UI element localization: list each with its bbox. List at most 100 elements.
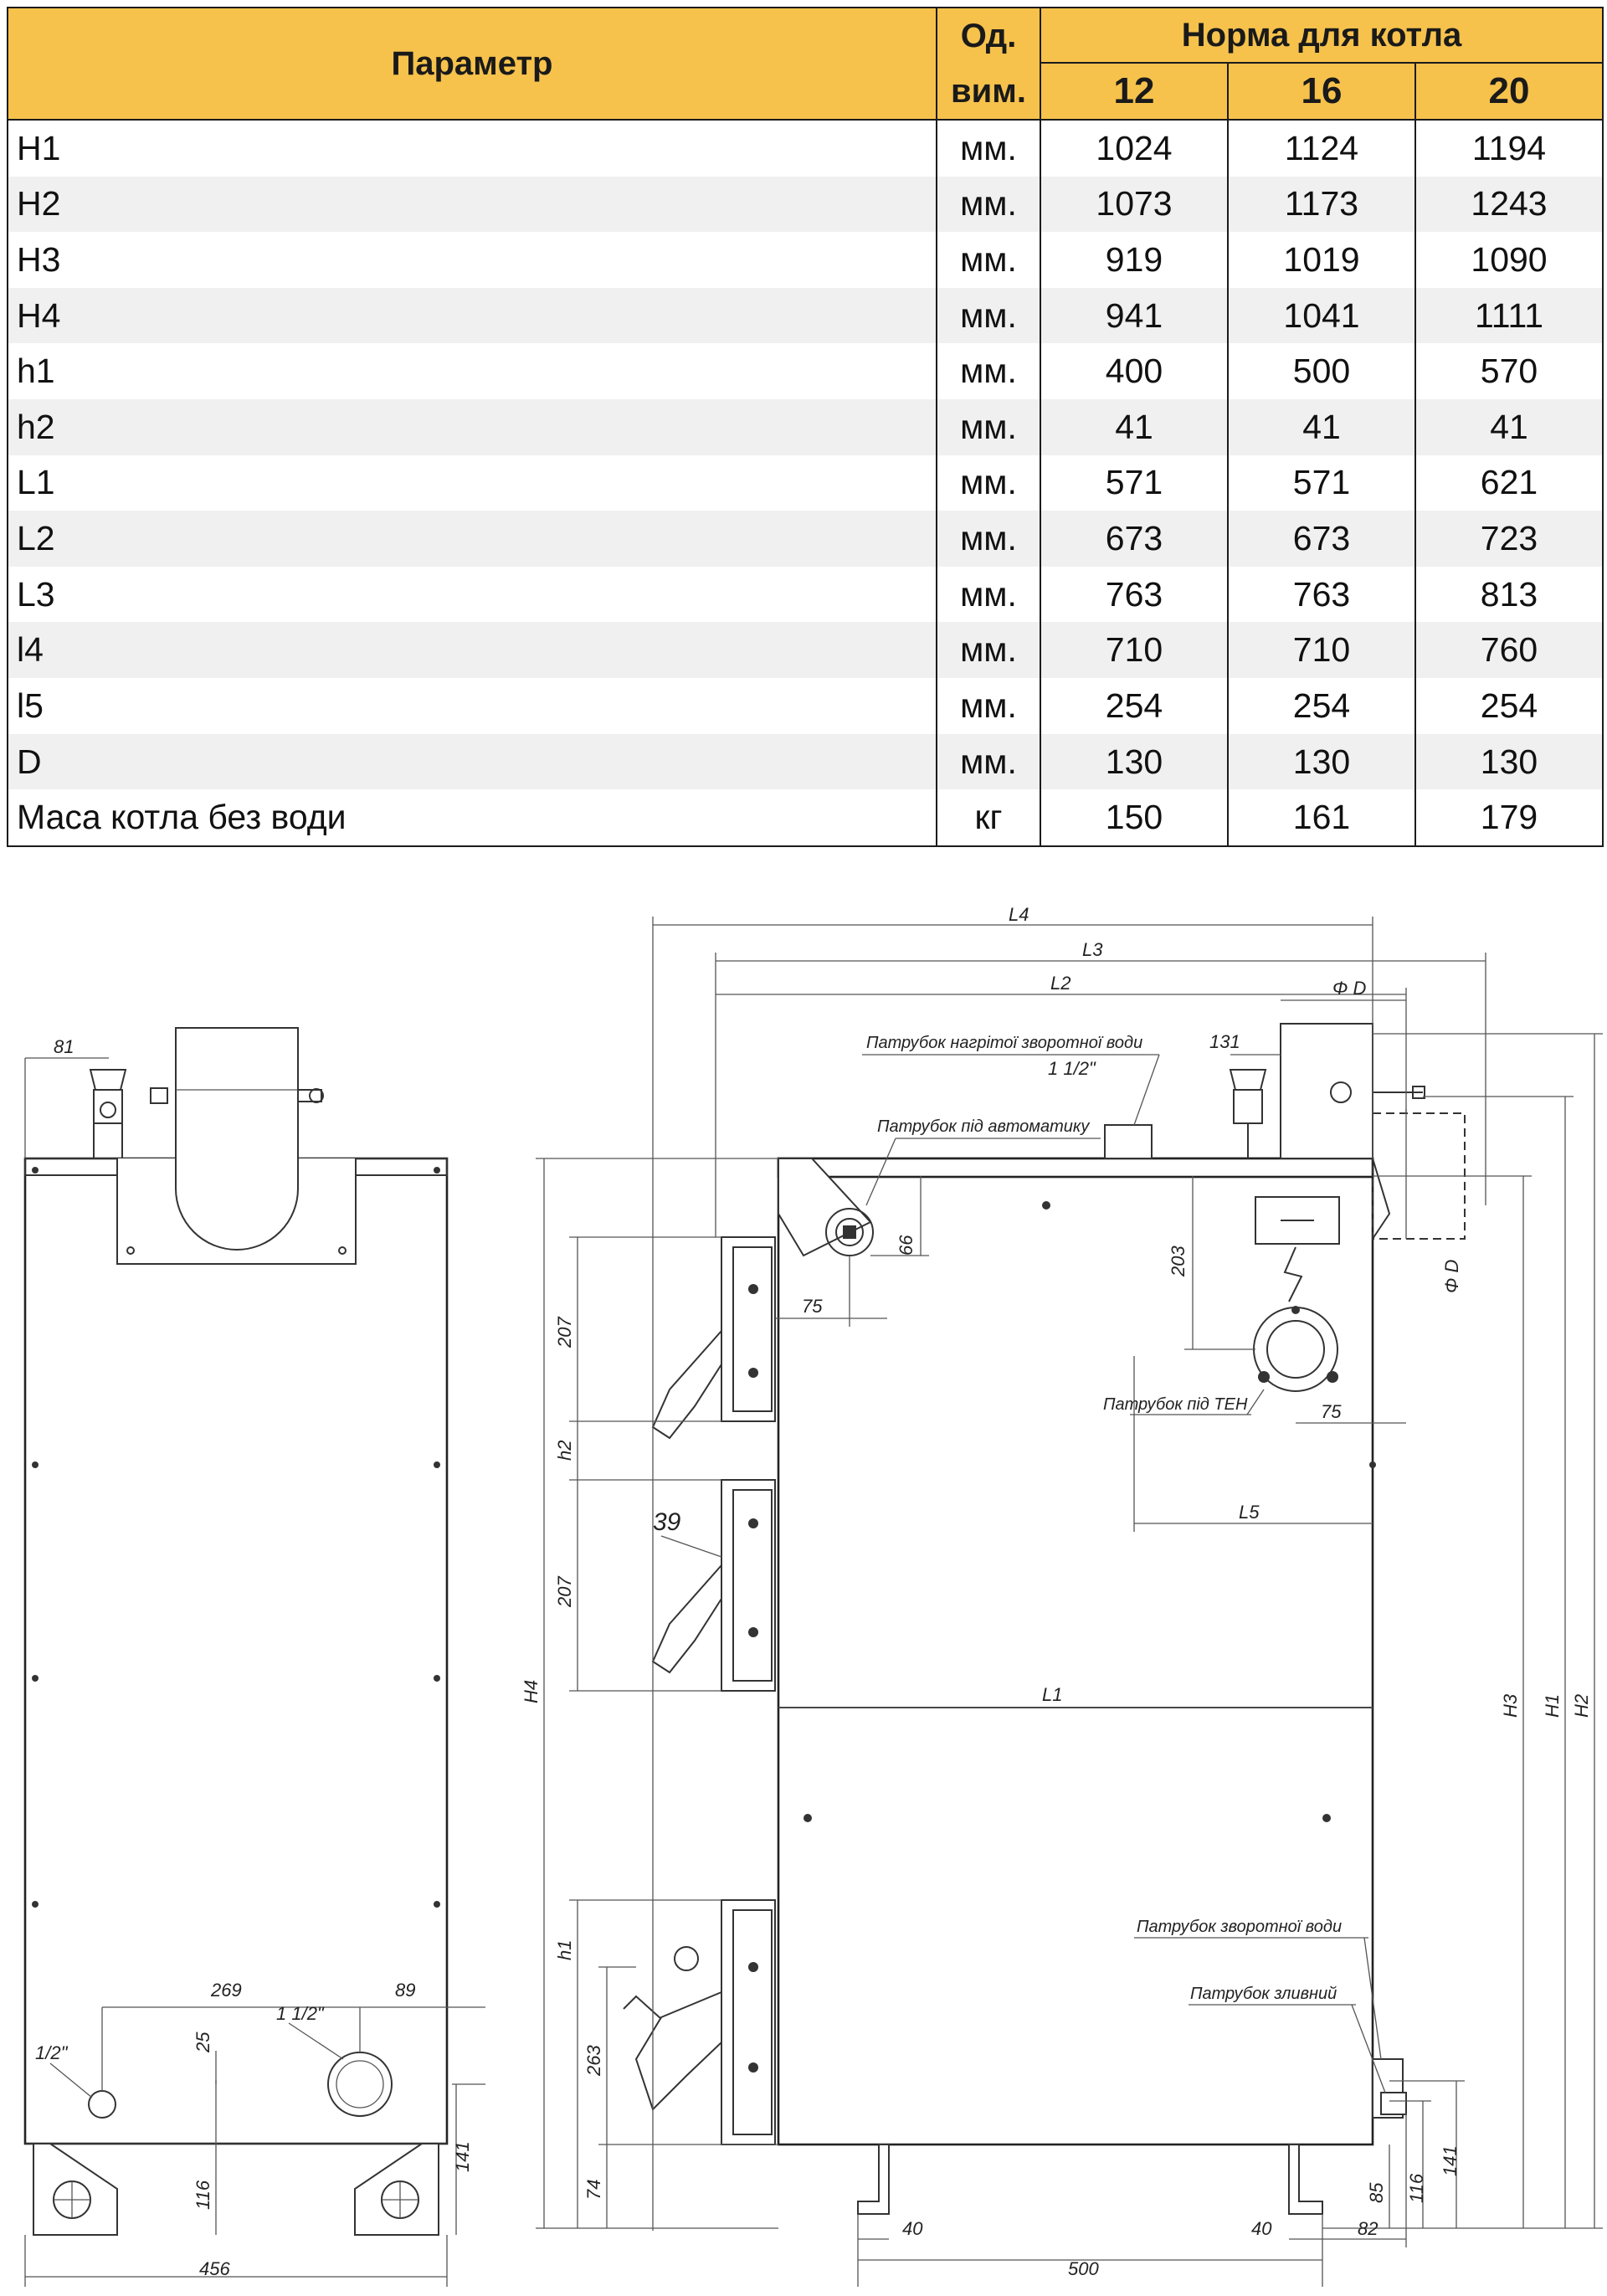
cell-value: 571 [1040,455,1229,511]
cell-param: h1 [7,343,937,400]
cell-value: 1090 [1414,232,1604,288]
dim-H1: H1 [1542,1694,1563,1718]
cell-value: 130 [1227,733,1416,790]
cell-value: 130 [1040,733,1229,790]
cell-unit: мм. [936,120,1041,177]
front-dim-25: 25 [193,2031,213,2053]
side-drain-nozzle [1380,2092,1407,2115]
cell-unit: мм. [936,511,1041,567]
cell-value: 673 [1040,511,1229,567]
side-flue-box [1280,1023,1373,1159]
cell-value: 570 [1414,343,1604,400]
door-upper [651,1236,776,1440]
cell-value: 254 [1040,678,1229,734]
dim-h2: h2 [554,1441,575,1461]
front-body [23,1157,449,2145]
side-leg-right [1288,2144,1323,2215]
dim-L5: L5 [1239,1502,1260,1523]
dim-h1: h1 [554,1940,575,1960]
front-dim-half-inch: 1/2" [35,2042,69,2063]
dim-116: 116 [1406,2173,1427,2203]
cell-value: 254 [1414,678,1604,734]
front-leg-left [33,2143,118,2236]
header-param: Параметр [7,7,937,121]
cell-param: H4 [7,287,937,344]
cell-value: 1111 [1414,287,1604,344]
label-return-nozzle: Патрубок зворотної води [1137,1918,1342,1936]
cell-unit: мм. [936,733,1041,790]
cell-unit: мм. [936,455,1041,511]
cell-value: 161 [1227,789,1416,847]
cell-value: 500 [1227,343,1416,400]
cell-value: 1041 [1227,287,1416,344]
label-automation-nozzle: Патрубок під автоматику [877,1117,1090,1136]
cell-param: H3 [7,232,937,288]
cell-value: 710 [1040,622,1229,679]
dim-L1: L1 [1042,1684,1062,1705]
header-norm: Норма для котла [1040,7,1604,64]
dim-L2: L2 [1050,973,1070,994]
cell-param: L3 [7,566,937,623]
cell-unit: мм. [936,343,1041,400]
cell-value: 1024 [1040,120,1229,177]
dim-203: 203 [1168,1246,1189,1277]
cell-value: 723 [1414,511,1604,567]
cell-value: 710 [1227,622,1416,679]
label-ten-nozzle: Патрубок під ТЕН [1103,1395,1248,1414]
side-bolts [804,1201,1376,1822]
dim-85: 85 [1366,2182,1387,2203]
front-bolts [32,1167,440,1908]
cell-value: 763 [1040,566,1229,623]
cell-value: 179 [1414,789,1604,847]
label-drain-nozzle: Патрубок зливний [1190,1985,1337,2003]
cell-value: 1124 [1227,120,1416,177]
header-unit: Од. вим. [936,7,1041,121]
dim-207-lower: 207 [554,1576,575,1608]
dim-66: 66 [896,1235,916,1256]
cell-value: 1073 [1040,176,1229,233]
cell-value: 571 [1227,455,1416,511]
door-middle [651,1479,776,1692]
cell-param: Маса котла без води [7,789,937,847]
dim-141: 141 [1440,2145,1461,2176]
cell-param: L1 [7,455,937,511]
cell-value: 254 [1227,678,1416,734]
side-dimension-lines [536,917,1603,2287]
cell-value: 813 [1414,566,1604,623]
dim-40-right: 40 [1251,2218,1272,2239]
cell-param: D [7,733,937,790]
side-view: L4 L3 L2 Φ D Φ D Патрубок нагрітої зворо… [521,904,1603,2287]
header-model-20: 20 [1414,62,1604,121]
cell-value: 673 [1227,511,1416,567]
front-dimension-lines [24,1057,485,2287]
dim-75-lower: 75 [1321,1401,1342,1422]
cell-param: L2 [7,511,937,567]
dim-L3: L3 [1082,939,1103,960]
header-unit-line1: Од. [960,18,1017,54]
cell-value: 919 [1040,232,1229,288]
cell-value: 621 [1414,455,1604,511]
dim-phiD-vertical: Φ D [1441,1259,1462,1293]
cell-unit: мм. [936,622,1041,679]
cell-value: 760 [1414,622,1604,679]
cell-value: 130 [1414,733,1604,790]
front-dim-116: 116 [193,2180,213,2210]
dim-L4: L4 [1009,904,1029,925]
side-top-rail [777,1157,1374,1179]
cell-value: 763 [1227,566,1416,623]
dim-263: 263 [583,2045,604,2077]
side-safety-valve [1229,1069,1267,1091]
front-dim-1half-inch: 1 1/2" [276,2003,325,2024]
dim-131: 131 [1209,1031,1240,1052]
cell-unit: мм. [936,399,1041,455]
cell-value: 41 [1227,399,1416,455]
side-automation-nozzle [1104,1124,1153,1159]
